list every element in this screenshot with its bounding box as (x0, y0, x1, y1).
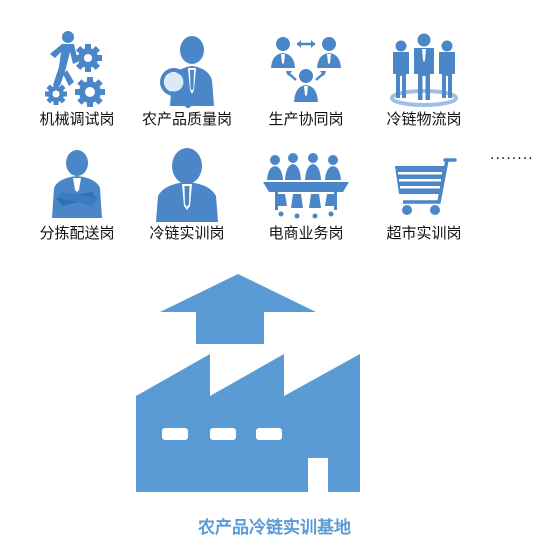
factory-window (210, 428, 236, 440)
role-sorting-delivery: 分拣配送岗 (22, 146, 132, 242)
logistics-team-icon (390, 33, 458, 107)
meeting-table-icon (263, 153, 349, 219)
factory-icon (136, 274, 360, 492)
factory-building (136, 354, 360, 492)
role-cold-chain-training: 冷链实训岗 (132, 146, 242, 242)
factory-window (162, 428, 188, 440)
shopping-cart-icon (395, 158, 457, 215)
role-label: 机械调试岗 (39, 110, 115, 128)
role-label: 冷链物流岗 (386, 110, 462, 128)
businessman-icon (52, 150, 102, 218)
role-produce-quality: 农产品质量岗 (132, 30, 242, 128)
role-label: 农产品质量岗 (141, 110, 232, 128)
quality-inspector-icon (160, 36, 214, 108)
team-collaboration-icon (271, 37, 341, 102)
role-production-collaboration: 生产协同岗 (251, 30, 361, 128)
role-label: 超市实训岗 (386, 224, 462, 242)
role-label: 电商业务岗 (268, 224, 344, 242)
factory-window (256, 428, 282, 440)
factory-door (308, 458, 328, 492)
role-label: 分拣配送岗 (39, 224, 115, 242)
trainee-icon (156, 148, 218, 222)
role-cold-chain-logistics: 冷链物流岗 (369, 30, 479, 128)
role-label: 冷链实训岗 (149, 224, 225, 242)
role-supermarket-training: 超市实训岗 (369, 146, 479, 242)
role-ecommerce: 电商业务岗 (251, 146, 361, 242)
role-mechanical-debugging: 机械调试岗 (22, 30, 132, 128)
mechanical-gears-icon (45, 31, 105, 107)
role-label: 生产协同岗 (268, 110, 344, 128)
base-caption: 农产品冷链实训基地 (198, 518, 351, 538)
up-arrow-icon (160, 274, 316, 344)
more-ellipsis: ........ (490, 147, 534, 163)
